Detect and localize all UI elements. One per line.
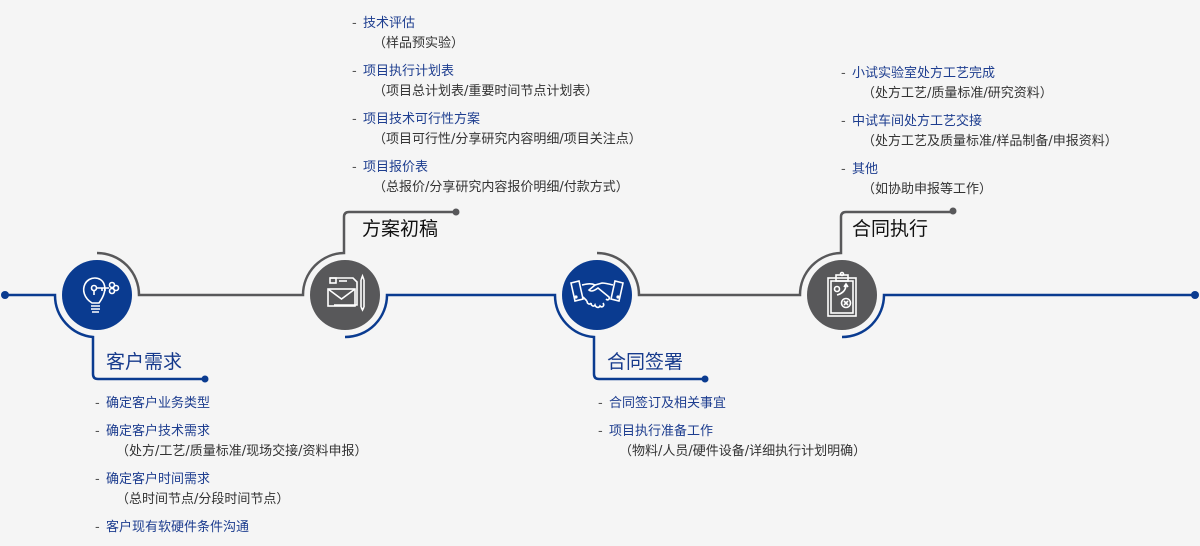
timeline-start-dot bbox=[1, 291, 9, 299]
list-item: -客户现有软硬件条件沟通 bbox=[95, 520, 250, 535]
stage-2-list: -技术评估（样品预实验） -项目执行计划表（项目总计划表/重要时间节点计划表） … bbox=[352, 14, 642, 206]
timeline-segment bbox=[5, 293, 205, 381]
stage-title-customer-needs: 客户需求 bbox=[106, 351, 183, 373]
list-item: -项目报价表（总报价/分享研究内容报价明细/付款方式） bbox=[352, 160, 629, 195]
list-item: -确定客户技术需求（处方/工艺/质量标准/现场交接/资料申报） bbox=[95, 424, 368, 459]
stage-title-contract-signing: 合同签署 bbox=[607, 351, 684, 373]
handshake-icon bbox=[562, 260, 632, 330]
list-item: -合同签订及相关事宜 bbox=[598, 396, 727, 411]
stage-dot bbox=[949, 207, 957, 215]
clipboard-plan-icon bbox=[807, 260, 877, 330]
timeline-segment bbox=[841, 293, 1195, 339]
list-item: -中试车间处方工艺交接（处方工艺及质量标准/样品制备/申报资料） bbox=[841, 114, 1118, 149]
stage-3-list: -合同签订及相关事宜 -项目执行准备工作（物料/人员/硬件设备/详细执行计划明确… bbox=[598, 394, 867, 470]
list-item: -其他（如协助申报等工作） bbox=[841, 162, 993, 197]
stage-title-draft-plan: 方案初稿 bbox=[362, 218, 439, 240]
list-item: -项目执行准备工作（物料/人员/硬件设备/详细执行计划明确） bbox=[598, 424, 867, 459]
stage-1-list: -确定客户业务类型 -确定客户技术需求（处方/工艺/质量标准/现场交接/资料申报… bbox=[95, 394, 368, 546]
list-item: -项目技术可行性方案（项目可行性/分享研究内容明细/项目关注点） bbox=[352, 112, 642, 147]
timeline-segment bbox=[344, 293, 705, 381]
list-item: -确定客户时间需求（总时间节点/分段时间节点） bbox=[95, 472, 290, 507]
stage-dot bbox=[201, 375, 209, 383]
timeline-segment bbox=[96, 210, 456, 297]
documents-envelope-icon bbox=[310, 260, 380, 330]
stage-title-contract-execution: 合同执行 bbox=[852, 218, 929, 240]
list-item: -确定客户业务类型 bbox=[95, 396, 211, 411]
stage-dot bbox=[452, 208, 460, 216]
list-item: -小试实验室处方工艺完成（处方工艺/质量标准/研究资料） bbox=[841, 66, 1053, 101]
timeline-end-dot bbox=[1191, 291, 1199, 299]
list-item: -项目执行计划表（项目总计划表/重要时间节点计划表） bbox=[352, 64, 599, 99]
timeline-segment bbox=[596, 210, 953, 297]
stage-dot bbox=[701, 375, 709, 383]
lightbulb-key-icon bbox=[62, 260, 132, 330]
stage-4-list: -小试实验室处方工艺完成（处方工艺/质量标准/研究资料） -中试车间处方工艺交接… bbox=[841, 64, 1118, 208]
list-item: -技术评估（样品预实验） bbox=[352, 16, 465, 51]
